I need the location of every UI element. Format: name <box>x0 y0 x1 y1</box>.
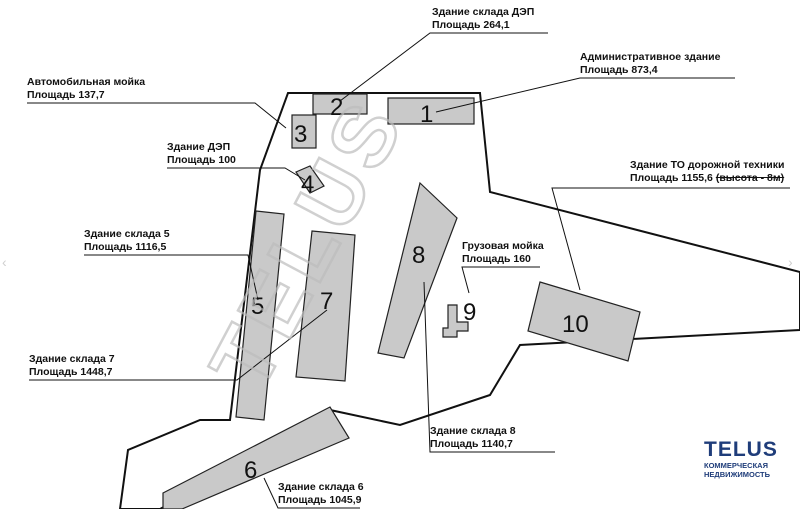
leader-4 <box>167 167 306 181</box>
next-arrow-icon[interactable]: › <box>788 254 793 270</box>
building-num-6: 6 <box>244 457 257 484</box>
building-10 <box>527 281 641 362</box>
leader-2 <box>339 32 548 102</box>
building-8 <box>377 181 458 359</box>
building-7 <box>295 230 356 382</box>
leader-1 <box>435 77 735 113</box>
leader-10 <box>551 187 790 291</box>
building-num-3: 3 <box>294 121 307 148</box>
building-num-4: 4 <box>301 171 314 198</box>
logo-brand: TELUS <box>704 438 778 461</box>
building-num-7: 7 <box>320 288 333 315</box>
building-4 <box>295 165 325 194</box>
building-3 <box>291 114 317 149</box>
building-num-2: 2 <box>330 94 343 121</box>
prev-arrow-icon[interactable]: ‹ <box>2 254 7 270</box>
building-num-1: 1 <box>420 101 433 128</box>
logo-line-2: НЕДВИЖИМОСТЬ <box>704 470 771 479</box>
building-2 <box>312 93 368 115</box>
leader-6 <box>263 477 360 509</box>
leader-3 <box>27 102 287 129</box>
building-num-5: 5 <box>251 293 264 320</box>
leader-7 <box>29 309 328 381</box>
building-5 <box>235 210 285 421</box>
building-1 <box>387 97 475 125</box>
building-6 <box>162 406 350 509</box>
logo-line-1: КОММЕРЧЕСКАЯ <box>704 461 768 470</box>
leader-9 <box>461 266 540 294</box>
leader-8 <box>423 281 555 453</box>
building-num-9: 9 <box>463 299 476 326</box>
building-num-10: 10 <box>562 311 589 338</box>
telus-logo: TELUS КОММЕРЧЕСКАЯ НЕДВИЖИМОСТЬ <box>704 438 794 480</box>
building-num-8: 8 <box>412 242 425 269</box>
leader-5 <box>84 254 259 301</box>
building-9 <box>442 304 469 338</box>
